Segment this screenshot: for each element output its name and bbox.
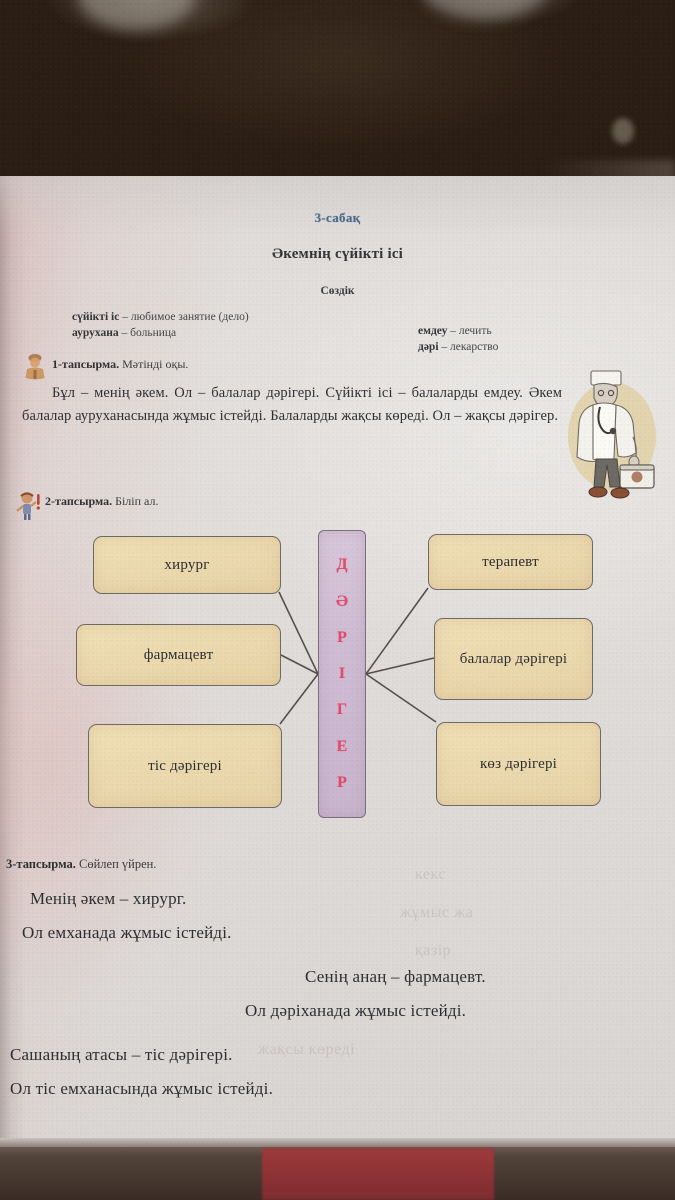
- child-with-exclamation-icon: [16, 492, 40, 520]
- task-2-instruction: Біліп ал.: [112, 494, 159, 508]
- vocabulary-column-left: сүйікті іс – любимое занятие (дело) ауру…: [72, 309, 249, 341]
- vocab-translation: больница: [130, 327, 177, 339]
- vocab-dash: –: [118, 327, 131, 339]
- practice-sentence: Ол дәріханада жұмыс істейді.: [245, 1001, 467, 1020]
- vocab-translation: лечить: [458, 325, 492, 337]
- task-1-instruction: Мәтінді оқы.: [119, 357, 189, 371]
- reading-paragraph: Бұл – менің әкем. Ол – балалар дәрігері.…: [22, 385, 562, 424]
- vocabulary-entry: емдеу – лечить: [418, 323, 498, 339]
- desk-bottom-strip: [0, 1138, 675, 1200]
- vocab-term: аурухана: [72, 327, 119, 339]
- page-showthrough-text: кекс: [415, 866, 446, 883]
- blurred-object-small: [612, 118, 634, 144]
- blurred-object-right: [420, 0, 548, 20]
- practice-sentence: Менің әкем – хирург.: [30, 889, 187, 908]
- page-showthrough-text: жақсы көреді: [258, 1041, 356, 1058]
- page-bottom-edge: [0, 1138, 675, 1147]
- vocab-translation: лекарство: [450, 341, 499, 353]
- doctor-illustration: [568, 370, 656, 499]
- vocab-term: сүйікті іс: [72, 311, 120, 323]
- child-figure-icon: [25, 354, 45, 380]
- diagram-box-tis-darigeri[interactable]: тіс дәрігері: [88, 724, 282, 808]
- book-page: 3-сабақ Әкемнің сүйікті ісі Сөздік сүйік…: [0, 176, 675, 1138]
- vocabulary-heading: Сөздік: [320, 285, 355, 297]
- vocab-translation: любимое занятие (дело): [130, 311, 249, 323]
- vocab-dash: –: [119, 311, 131, 323]
- page-gutter-shadow: [0, 176, 26, 1138]
- vocab-term: емдеу: [418, 325, 448, 337]
- vocab-term: дәрі: [418, 341, 439, 353]
- task-3-number: 3-тапсырма.: [6, 857, 76, 871]
- practice-sentence: Сенің анаң – фармацевт.: [305, 967, 486, 986]
- red-object: [262, 1148, 494, 1200]
- center-letter: Ә: [336, 592, 348, 610]
- page-showthrough-text: қазір: [415, 942, 452, 959]
- vocabulary-entry: аурухана – больница: [72, 325, 249, 341]
- vocabulary-entry: дәрі – лекарство: [418, 339, 498, 355]
- task-3-instruction: Сөйлеп үйрен.: [75, 857, 157, 871]
- lesson-title: Әкемнің сүйікті ісі: [271, 246, 404, 262]
- page-content: 3-сабақ Әкемнің сүйікті ісі Сөздік сүйік…: [0, 176, 675, 1138]
- diagram-connectors: [278, 587, 437, 725]
- vocabulary-entry: сүйікті іс – любимое занятие (дело): [72, 309, 249, 325]
- lesson-number: 3-сабақ: [314, 210, 361, 225]
- practice-sentence: Ол тіс емханасында жұмыс істейді.: [10, 1079, 274, 1098]
- task-1-header: 1-тапсырма. Мәтінді оқы.: [52, 357, 188, 372]
- vocab-dash: –: [447, 325, 459, 337]
- diagram-box-hirurg[interactable]: хирург: [93, 536, 281, 594]
- center-letter: Р: [337, 628, 347, 646]
- diagram-box-balalar-darigeri[interactable]: балалар дәрігері: [434, 618, 593, 700]
- practice-sentence: Сашаның атасы – тіс дәрігері.: [10, 1045, 233, 1064]
- vocab-dash: –: [438, 341, 451, 353]
- profession-diagram: хирург фармацевт тіс дәрігері Д Ә Р І Г …: [0, 526, 675, 856]
- task-3-header: 3-тапсырма. Сөйлеп үйрен.: [6, 857, 156, 872]
- center-letter: Д: [336, 556, 348, 574]
- task-1-number: 1-тапсырма.: [52, 357, 120, 371]
- center-letter: Г: [336, 701, 348, 719]
- diagram-center-column: Д Ә Р І Г Е Р: [318, 530, 366, 818]
- center-letter: Е: [336, 737, 348, 755]
- center-letter: Р: [337, 773, 347, 791]
- task-2-header: 2-тапсырма. Біліп ал.: [45, 494, 158, 509]
- page-showthrough-text: жұмыс жа: [400, 904, 474, 921]
- task-2-number: 2-тапсырма.: [45, 494, 113, 508]
- diagram-box-koz-darigeri[interactable]: көз дәрігері: [436, 722, 601, 806]
- practice-sentence: Ол емханада жұмыс істейді.: [22, 923, 232, 942]
- blurred-object-left: [78, 0, 196, 30]
- diagram-box-farmacevt[interactable]: фармацевт: [76, 624, 281, 686]
- desk-surface: [0, 0, 675, 190]
- vocabulary-column-right: емдеу – лечить дәрі – лекарство: [418, 323, 498, 355]
- center-letter: І: [338, 665, 346, 682]
- diagram-box-terapevt[interactable]: терапевт: [428, 534, 593, 590]
